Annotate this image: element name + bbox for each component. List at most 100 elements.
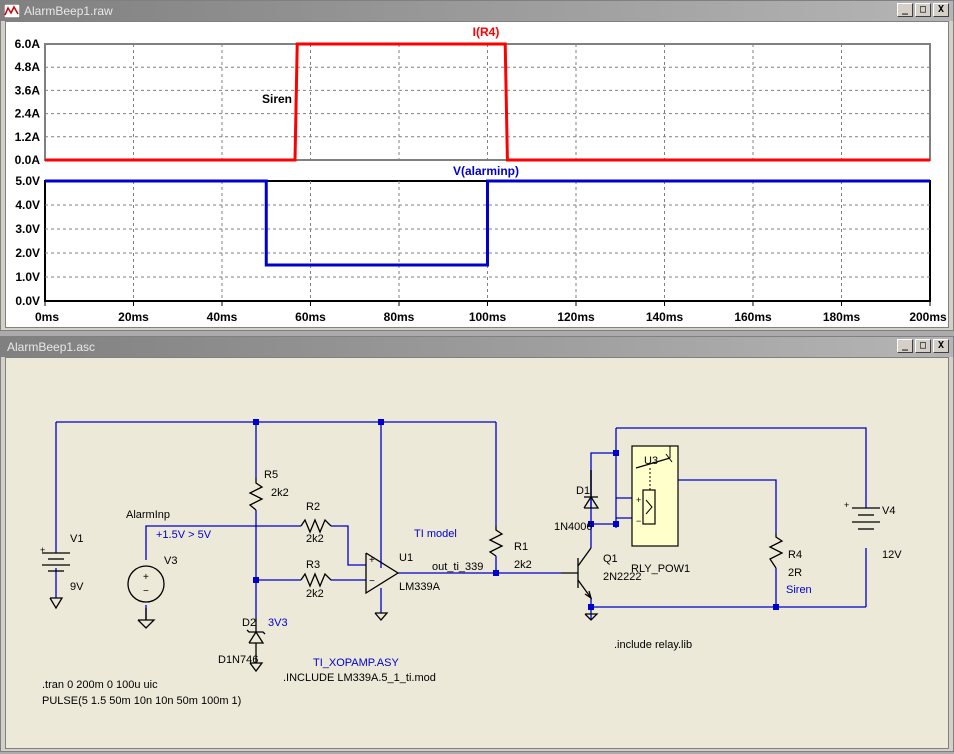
r1-resistor[interactable] [488, 526, 504, 557]
top-pane[interactable]: 6.0A 4.8A 3.6A 2.4A 1.2A 0.0A I(R4) Siren [15, 25, 931, 167]
v4-plus: + [844, 500, 849, 510]
u1-minus: − [369, 576, 375, 587]
r4-note: Siren [786, 584, 812, 596]
v4-value: 12V [882, 549, 902, 561]
v1-battery[interactable] [42, 552, 70, 610]
u1-plus: + [369, 555, 375, 566]
relay-include: .include relay.lib [614, 639, 692, 651]
d2-name: D2 [242, 617, 256, 629]
top-pane-y-axis: 6.0A 4.8A 3.6A 2.4A 1.2A 0.0A [15, 37, 41, 167]
bottom-y-tick-label: 4.0V [15, 198, 40, 212]
r2-name: R2 [306, 501, 320, 513]
bottom-pane-y-axis: 5.0V4.0V3.0V2.0V1.0V0.0V [15, 174, 40, 308]
bottom-y-tick-label: 2.0V [15, 246, 40, 260]
top-y-tick-label: 1.2A [15, 130, 41, 144]
out-net-label: out_ti_339 [432, 561, 483, 573]
close-button[interactable]: X [933, 3, 949, 17]
u1-opamp[interactable] [365, 552, 400, 621]
maximize-button[interactable]: □ [915, 339, 931, 353]
schematic-canvas[interactable]: V1 9V + AlarmInp V3 + − R5 2k2 R2 2k2 R3… [5, 357, 949, 749]
maximize-button[interactable]: □ [915, 3, 931, 17]
r3-value: 2k2 [306, 588, 324, 600]
schematic-window-title: AlarmBeep1.asc [7, 340, 96, 354]
schematic-window-titlebar[interactable]: AlarmBeep1.asc _ □ X [1, 337, 953, 357]
pulse-command: PULSE(5 1.5 50m 10n 10n 50m 100m 1) [42, 695, 241, 707]
r4-resistor[interactable] [768, 533, 784, 569]
r3-resistor[interactable] [300, 572, 332, 588]
waveform-window-titlebar[interactable]: AlarmBeep1.raw _ □ X [1, 1, 953, 21]
d1-value: 1N4006 [554, 521, 593, 533]
x-tick-label: 80ms [384, 310, 415, 324]
v1-value: 9V [70, 581, 84, 593]
u3-plus: + [636, 495, 641, 505]
tran-command: .tran 0 200m 0 100u uic [42, 679, 158, 691]
trace-v-alarminp[interactable] [45, 179, 930, 267]
x-tick-label: 40ms [207, 310, 238, 324]
v3-minus: − [143, 586, 149, 597]
q1-value: 2N2222 [603, 571, 642, 583]
v3-name: V3 [164, 555, 177, 567]
trace-i-r4[interactable] [45, 42, 930, 162]
u3-value: RLY_POW1 [631, 563, 690, 575]
r5-resistor[interactable] [248, 478, 264, 511]
v4-battery[interactable] [852, 507, 880, 530]
r2-resistor[interactable] [300, 518, 332, 534]
component-labels: V1 9V + AlarmInp V3 + − R5 2k2 R2 2k2 R3… [40, 455, 902, 707]
trace-label-v-alarminp[interactable]: V(alarminp) [453, 164, 519, 178]
top-y-tick-label: 6.0A [15, 37, 41, 51]
r5-value: 2k2 [271, 487, 289, 499]
waveform-icon [4, 4, 20, 18]
x-tick-label: 120ms [557, 310, 595, 324]
top-y-tick-label: 2.4A [15, 107, 41, 121]
u3-relay[interactable] [631, 445, 679, 547]
close-button[interactable]: X [933, 339, 949, 353]
d1-diode[interactable] [583, 470, 600, 509]
bottom-pane[interactable]: 5.0V4.0V3.0V2.0V1.0V0.0V V(alarminp) [15, 164, 931, 308]
waveform-plot-area[interactable]: 6.0A 4.8A 3.6A 2.4A 1.2A 0.0A I(R4) Siren 5.0… [5, 21, 949, 328]
top-y-tick-label: 3.6A [15, 83, 41, 97]
d2-note: 3V3 [268, 617, 288, 629]
minimize-button[interactable]: _ [897, 339, 913, 353]
r1-name: R1 [514, 541, 528, 553]
schematic-drawing[interactable]: V1 9V + AlarmInp V3 + − R5 2k2 R2 2k2 R3… [6, 358, 950, 750]
r3-name: R3 [306, 559, 320, 571]
alarminp-net-label: AlarmInp [126, 509, 170, 521]
v1-name: V1 [70, 533, 83, 545]
trace-label-i-r4[interactable]: I(R4) [473, 25, 500, 39]
x-tick-label: 140ms [646, 310, 684, 324]
waveform-window-title: AlarmBeep1.raw [24, 4, 113, 18]
alarm-note: +1.5V > 5V [156, 529, 212, 541]
r5-name: R5 [264, 469, 278, 481]
waveform-window[interactable]: AlarmBeep1.raw _ □ X 6.0A 4.8A 3.6A 2.4A 1.2… [0, 0, 954, 331]
top-y-tick-label: 0.0A [15, 153, 41, 167]
u1-name: U1 [399, 552, 413, 564]
wires [55, 421, 867, 620]
x-tick-label: 60ms [295, 310, 326, 324]
x-tick-label: 160ms [734, 310, 772, 324]
r1-value: 2k2 [514, 559, 532, 571]
junctions [253, 419, 779, 610]
v1-plus: + [40, 545, 45, 555]
x-tick-label: 20ms [118, 310, 149, 324]
bottom-y-tick-label: 0.0V [15, 294, 40, 308]
top-y-tick-label: 4.8A [15, 60, 41, 74]
u1-note: TI model [414, 528, 457, 540]
u1-include: .INCLUDE LM339A.5_1_ti.mod [283, 672, 436, 684]
u1-value: LM339A [399, 581, 441, 593]
r4-value: 2R [788, 567, 802, 579]
d2-value: D1N746 [218, 654, 258, 666]
waveform-plot[interactable]: 6.0A 4.8A 3.6A 2.4A 1.2A 0.0A I(R4) Siren 5.0… [6, 22, 950, 329]
siren-annotation: Siren [262, 92, 292, 106]
q1-transistor[interactable] [561, 547, 599, 621]
components[interactable] [42, 470, 880, 673]
v3-source[interactable] [127, 565, 165, 629]
r4-name: R4 [788, 549, 802, 561]
r2-value: 2k2 [306, 533, 324, 545]
schematic-window[interactable]: AlarmBeep1.asc _ □ X [0, 336, 954, 752]
q1-name: Q1 [603, 553, 618, 565]
d2-zener-diode[interactable] [246, 618, 266, 673]
bottom-y-tick-label: 5.0V [15, 174, 40, 188]
d1-name: D1 [576, 485, 590, 497]
minimize-button[interactable]: _ [897, 3, 913, 17]
